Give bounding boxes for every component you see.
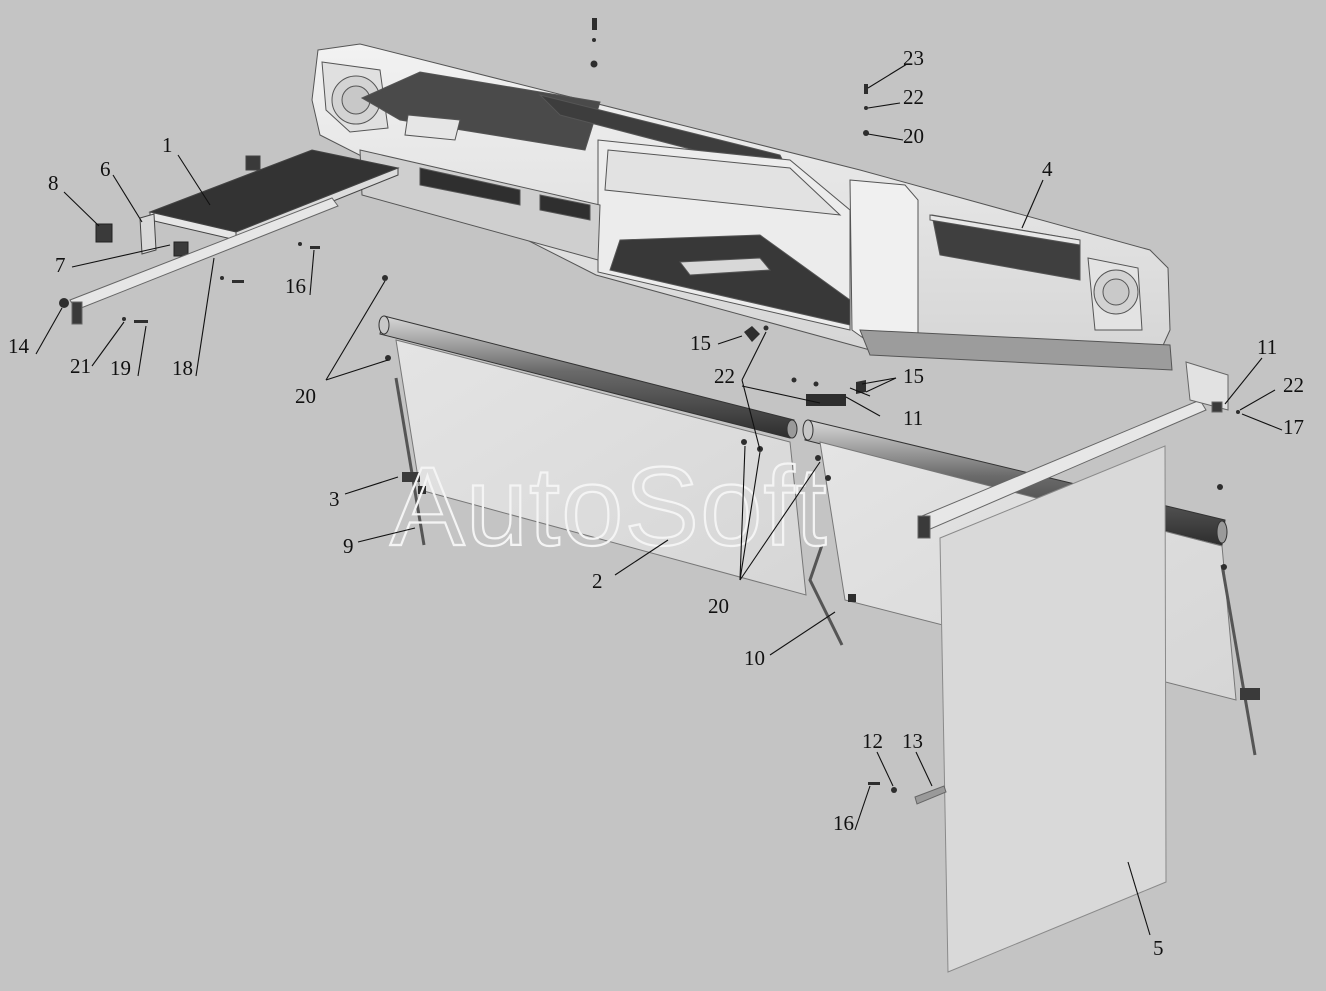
callout-18: 18 <box>172 356 193 380</box>
callout-22-center: 22 <box>714 364 735 388</box>
part-bracket-7 <box>173 241 189 257</box>
callout-labels: 1 2 3 4 5 6 7 8 9 10 11 11 12 13 14 15 1… <box>8 46 1304 960</box>
callout-6: 6 <box>100 157 111 181</box>
callout-10: 10 <box>744 646 765 670</box>
callout-17: 17 <box>1283 415 1304 439</box>
callout-22-right: 22 <box>1283 373 1304 397</box>
leader-lines <box>35 63 1283 936</box>
callout-11-right: 11 <box>1257 335 1277 359</box>
watermark-text: AutoSoft <box>390 444 828 569</box>
part-strap-right <box>1220 564 1260 756</box>
callout-15-left: 15 <box>690 331 711 355</box>
part-strap-10 <box>808 544 844 646</box>
callout-3: 3 <box>329 487 340 511</box>
callout-13: 13 <box>902 729 923 753</box>
callout-19: 19 <box>110 356 131 380</box>
callout-22-top: 22 <box>903 85 924 109</box>
part-tube-18 <box>69 197 339 325</box>
callout-1: 1 <box>162 133 173 157</box>
part-panel-2 <box>395 339 807 596</box>
callout-20-left: 20 <box>295 384 316 408</box>
callout-16-lower: 16 <box>833 811 854 835</box>
part-sheet-5 <box>939 445 1167 973</box>
part-console-4 <box>311 43 1173 371</box>
part-plug-8 <box>95 223 113 243</box>
part-strap-9 <box>394 377 426 546</box>
callout-8: 8 <box>48 171 59 195</box>
hardware-fasteners <box>59 18 1240 793</box>
callout-16-upper: 16 <box>285 274 306 298</box>
callout-14: 14 <box>8 334 30 358</box>
callout-20-center: 20 <box>708 594 729 618</box>
callout-7: 7 <box>55 253 66 277</box>
part-crossbar <box>917 361 1229 539</box>
callout-2: 2 <box>592 569 603 593</box>
callout-20-top: 20 <box>903 124 924 148</box>
callout-11-center: 11 <box>903 406 923 430</box>
callout-23: 23 <box>903 46 924 70</box>
part-strip-13 <box>914 785 947 805</box>
callout-4: 4 <box>1042 157 1053 181</box>
callout-15-right: 15 <box>903 364 924 388</box>
callout-21: 21 <box>70 354 91 378</box>
callout-5: 5 <box>1153 936 1164 960</box>
callout-9: 9 <box>343 534 354 558</box>
part-roller-upper <box>378 315 798 439</box>
callout-12: 12 <box>862 729 883 753</box>
